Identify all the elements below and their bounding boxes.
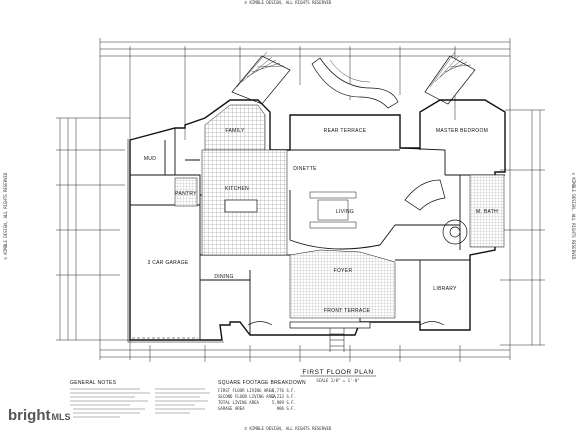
label-family: FAMILY (225, 128, 245, 134)
label-kitchen: KITCHEN (225, 186, 249, 192)
label-front-terrace: FRONT TERRACE (324, 308, 371, 314)
label-foyer: FOYER (334, 268, 353, 274)
label-living: LIVING (336, 209, 354, 215)
curved-stair (404, 179, 468, 245)
label-pantry: PANTRY (175, 191, 197, 197)
sq-row-1-label: FIRST FLOOR LIVING AREA (218, 388, 274, 393)
tile-floor (174, 104, 505, 319)
label-m-bath: M. BATH (476, 209, 498, 215)
sq-footage-title: SQUARE FOOTAGE BREAKDOWN (218, 380, 306, 386)
living-furniture (309, 191, 357, 229)
garage-doors (132, 337, 198, 341)
plan-title: FIRST FLOOR PLAN (302, 369, 373, 376)
watermark-brand: bright (8, 407, 51, 424)
label-garage: 3 CAR GARAGE (147, 260, 188, 266)
kitchen-island (224, 199, 258, 213)
sq-row-4-value: 906 S.F. (277, 406, 296, 411)
rear-stairs (231, 51, 476, 109)
sq-row-3-label: TOTAL LIVING AREA (218, 400, 260, 405)
label-rear-terrace: REAR TERRACE (324, 128, 367, 134)
copyright-right: © KIMBLE DESIGN, ALL RIGHTS RESERVED (571, 173, 576, 260)
general-notes-lines (70, 388, 210, 418)
label-dining: DINING (214, 274, 233, 280)
label-master-bedroom: MASTER BEDROOM (436, 128, 488, 134)
sq-row-1-value: 3,776 S.F. (272, 388, 296, 393)
label-library: LIBRARY (433, 286, 457, 292)
watermark-suffix: MLS (51, 412, 71, 422)
label-mud: MUD (144, 156, 156, 162)
front-terrace (247, 321, 445, 352)
sq-row-3-value: 5,989 S.F. (272, 400, 296, 405)
exterior-walls (127, 99, 506, 343)
copyright-top: © KIMBLE DESIGN, ALL RIGHTS RESERVED (245, 0, 332, 5)
copyright-left: © KIMBLE DESIGN, ALL RIGHTS RESERVED (3, 172, 8, 259)
plan-scale: SCALE 1/8" = 1'-0" (316, 378, 359, 383)
label-dinette: DINETTE (293, 166, 317, 172)
sq-row-2-value: 2,213 S.F. (272, 394, 296, 399)
dimension-lines (56, 38, 545, 362)
copyright-bottom: © KIMBLE DESIGN, ALL RIGHTS RESERVED (245, 426, 332, 431)
general-notes-title: GENERAL NOTES (70, 380, 117, 386)
brand-watermark: brightMLS (6, 407, 73, 426)
sq-row-2-label: SECOND FLOOR LIVING AREA (218, 394, 276, 399)
sq-row-4-label: GARAGE AREA (218, 406, 245, 411)
